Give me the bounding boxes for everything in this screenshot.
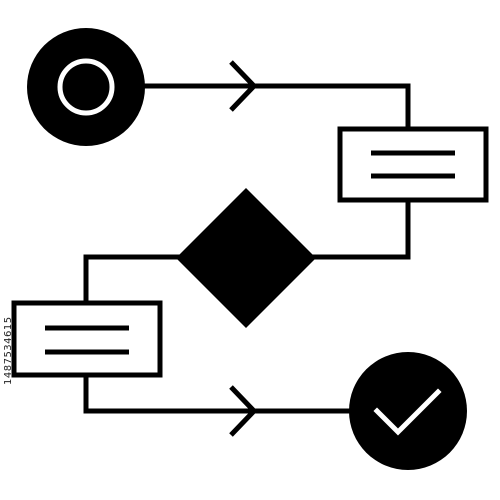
connector-start-to-process bbox=[140, 83, 411, 130]
end-node bbox=[349, 352, 467, 470]
connector-decision-to-process bbox=[83, 254, 180, 305]
checkmark-icon bbox=[373, 388, 442, 436]
arrowhead-top-icon bbox=[229, 60, 258, 112]
text-lines-icon bbox=[45, 325, 129, 355]
decision-diamond bbox=[176, 188, 316, 328]
start-node bbox=[27, 28, 145, 146]
connector-process-to-end bbox=[83, 374, 352, 414]
process-box-bottom bbox=[11, 300, 163, 378]
arrowhead-bottom-icon bbox=[229, 385, 258, 437]
ring-icon bbox=[57, 58, 115, 116]
stock-id-text: 1487534615 bbox=[3, 316, 14, 385]
text-lines-icon bbox=[371, 150, 455, 179]
connector-process-to-decision bbox=[310, 198, 411, 260]
process-box-top bbox=[337, 126, 489, 203]
